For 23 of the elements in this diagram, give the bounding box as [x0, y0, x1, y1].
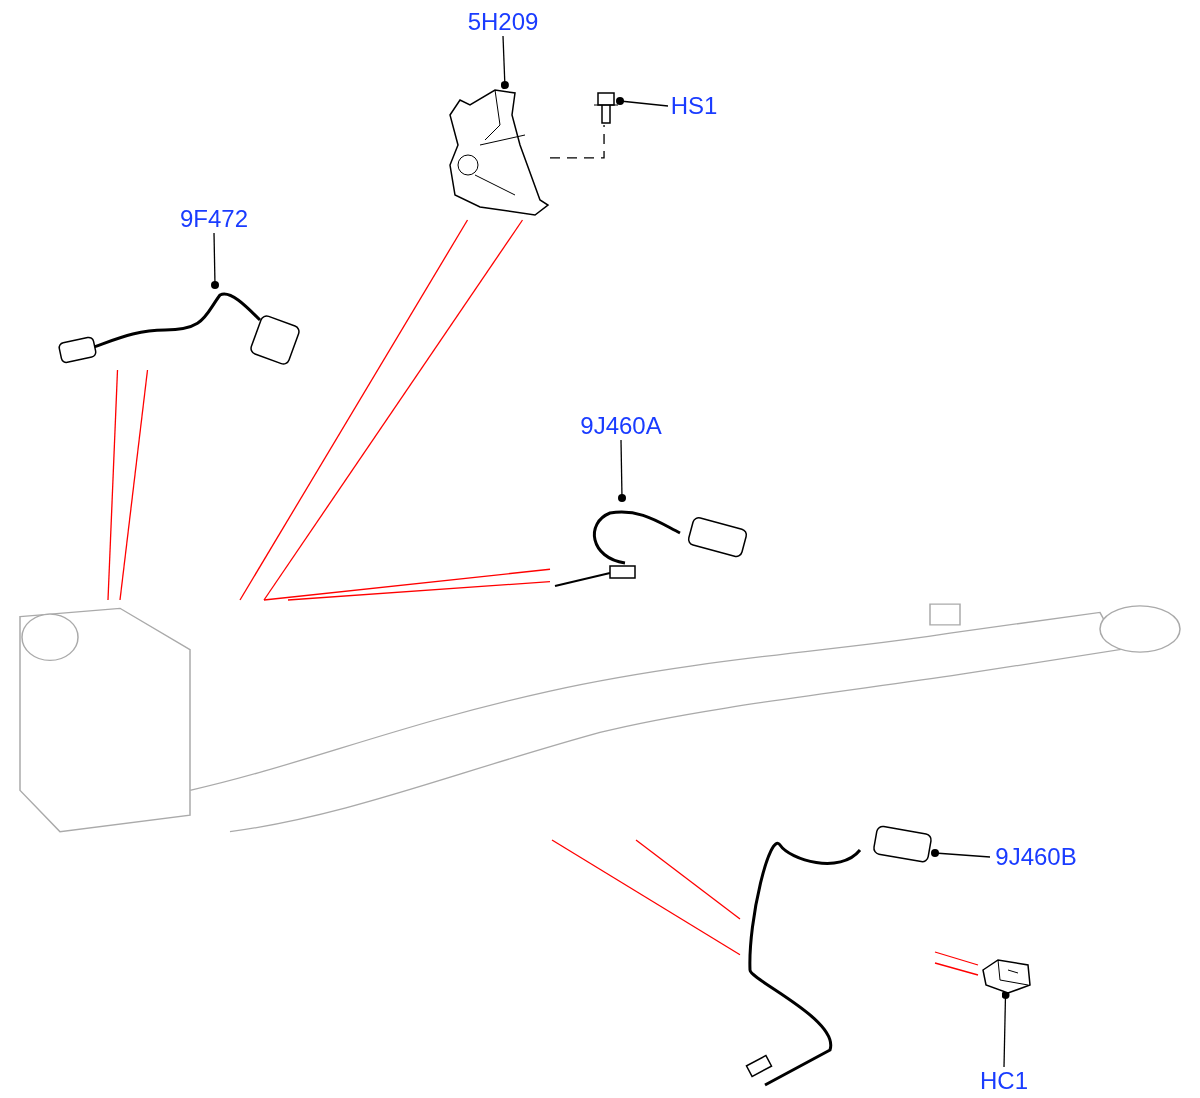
part-number: 9F472 — [175, 205, 253, 233]
leader-line — [618, 439, 626, 502]
part-number: HC1 — [978, 1067, 1030, 1095]
leader-line — [1001, 991, 1010, 1068]
part-number: HS1 — [668, 92, 720, 120]
installation-line — [263, 219, 524, 601]
installation-line — [287, 580, 551, 601]
leader-line — [211, 232, 219, 289]
installation-line — [239, 219, 469, 601]
leader-line — [616, 97, 669, 107]
installation-line — [934, 962, 979, 976]
part-number: 9J460A — [575, 412, 667, 440]
installation-line — [635, 839, 741, 920]
installation-line — [551, 839, 741, 956]
installation-line — [119, 369, 149, 601]
installation-line — [934, 951, 979, 966]
leader-line — [931, 849, 991, 858]
part-number: 5H209 — [462, 8, 544, 36]
installation-line — [263, 568, 551, 601]
part-number: 9J460B — [990, 843, 1082, 871]
leader-line — [549, 124, 605, 159]
leader-line — [500, 35, 509, 89]
installation-line — [107, 369, 119, 601]
